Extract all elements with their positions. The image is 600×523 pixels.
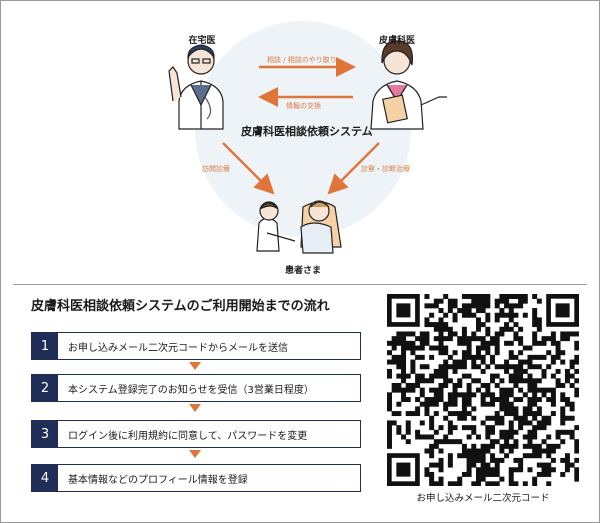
step-text: ログイン後に利用規約に同意して、パスワードを変更 <box>68 430 308 442</box>
node-label-home-doctor: 在宅医 <box>188 36 216 46</box>
edge-label-info-exchange: 情報の交換 <box>286 102 321 110</box>
step-number: 1 <box>32 333 58 359</box>
flow-title: 皮膚科医相談依頼システムのご利用開始までの流れ <box>31 299 330 314</box>
qr-caption: お申し込みメール二次元コード <box>416 493 550 504</box>
step-arrow-1 <box>189 362 201 370</box>
step-text: 基本情報などのプロフィール情報を登録 <box>68 474 248 486</box>
flow-step-2: 2 本システム登録完了のお知らせを受信（3営業日程度） <box>31 374 361 402</box>
edge-label-consult: 相談 / 相談のやり取り <box>267 56 337 64</box>
step-number: 4 <box>32 465 58 491</box>
step-text: 本システム登録完了のお知らせを受信（3営業日程度） <box>68 384 314 396</box>
dermatologist-illustration <box>370 40 447 130</box>
diagram-graphics <box>168 21 447 254</box>
flow-step-4: 4 基本情報などのプロフィール情報を登録 <box>31 464 361 492</box>
arrow-home-visit <box>222 142 275 195</box>
step-number: 3 <box>32 421 58 447</box>
node-label-dermatologist: 皮膚科医 <box>378 36 415 46</box>
flow-step-3: 3 ログイン後に利用規約に同意して、パスワードを変更 <box>31 420 361 448</box>
system-title: 皮膚科医相談依頼システム <box>241 125 373 138</box>
qr-code-graphic <box>387 294 580 487</box>
step-arrow-3 <box>189 450 201 458</box>
qr-code[interactable] <box>387 294 580 487</box>
patient-illustration <box>256 200 342 254</box>
edge-label-diagnosis: 診察・診断治療 <box>361 165 410 173</box>
section-divider <box>13 284 587 285</box>
home-doctor-illustration <box>168 44 224 130</box>
edge-label-home-visit: 訪問診療 <box>202 165 230 173</box>
step-arrow-2 <box>189 404 201 412</box>
arrow-diagnosis <box>327 142 380 195</box>
consultation-diagram: 在宅医 皮膚科医 患者さま 相談 / 相談のやり取り 情報の交換 訪問診療 診察… <box>1 1 600 286</box>
background-circle <box>195 21 411 237</box>
step-text: お申し込みメール二次元コードからメールを送信 <box>68 342 288 354</box>
step-number: 2 <box>32 375 58 401</box>
node-label-patient: 患者さま <box>284 266 321 276</box>
flow-step-1: 1 お申し込みメール二次元コードからメールを送信 <box>31 332 361 360</box>
